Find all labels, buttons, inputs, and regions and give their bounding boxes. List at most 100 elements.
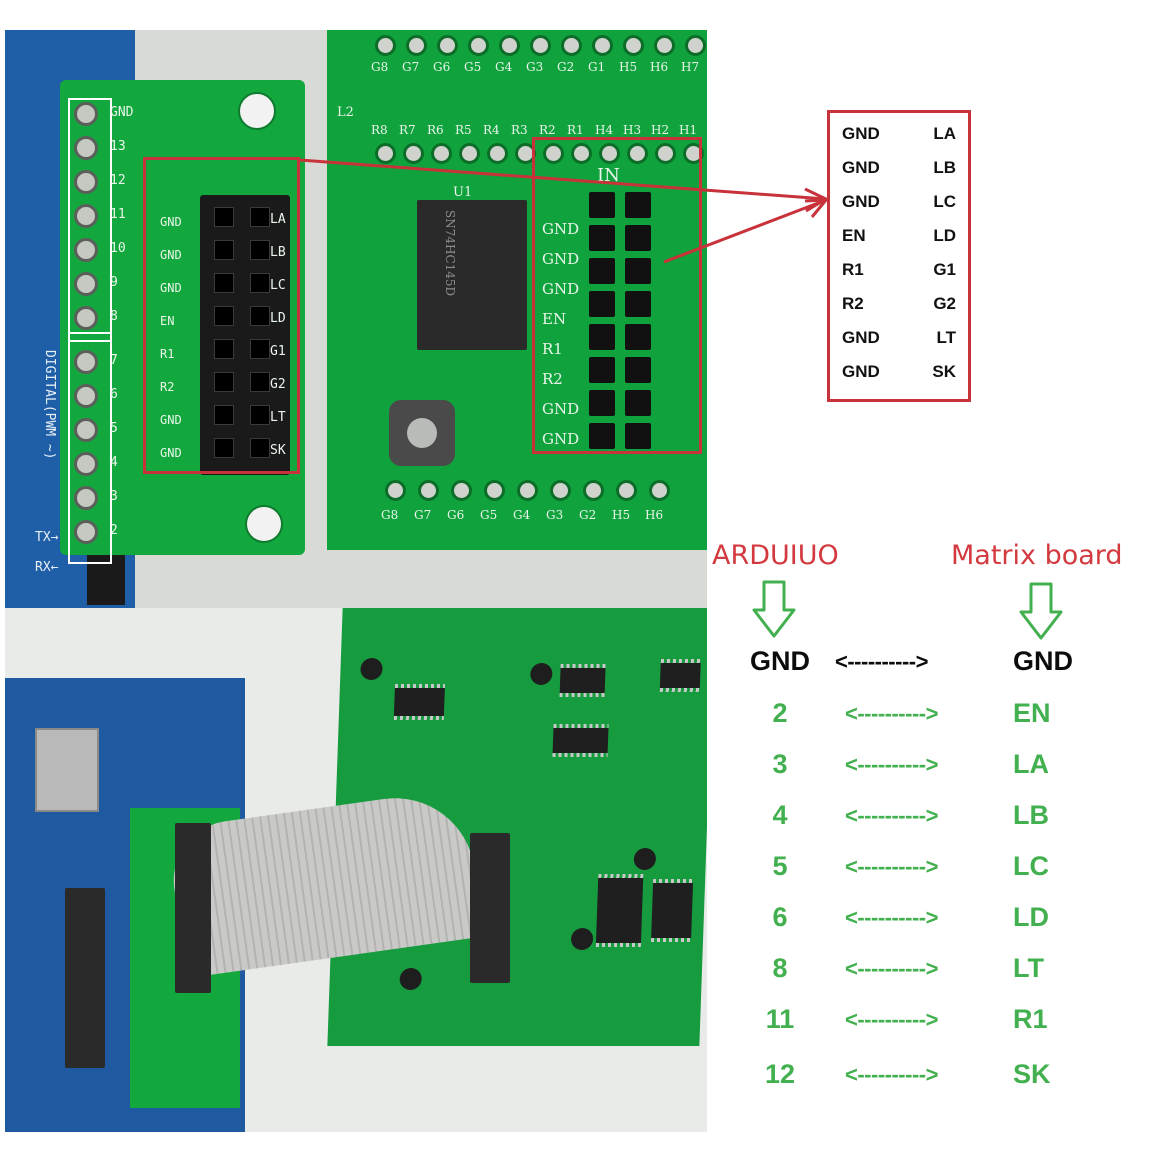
matrix-u1-label: U1 — [453, 185, 473, 200]
matrix-pad — [431, 143, 452, 164]
standoff-nut — [389, 400, 455, 466]
matrix-pad-label: H4 — [595, 123, 614, 137]
adapter-pin-label: 4 — [110, 455, 118, 470]
matrix-pad — [451, 480, 472, 501]
matrix-connector-pin — [589, 291, 615, 317]
matrix-pad-label: H2 — [651, 123, 670, 137]
matrix-pin: R1 — [1013, 1004, 1048, 1034]
pin-header-lower — [68, 332, 112, 564]
adapter-conn-left-label: GND — [160, 446, 182, 460]
mapping-arrow: <----------> — [845, 956, 938, 981]
matrix-pad-label: H5 — [619, 60, 638, 74]
adapter-conn-right-label: LB — [270, 245, 286, 260]
arduino-pin: 3 — [772, 749, 788, 779]
matrix-connector-pin — [589, 192, 615, 218]
idc-pin — [214, 438, 234, 458]
matrix-pad — [468, 35, 489, 56]
pinout-left-label: R2 — [842, 294, 864, 313]
arduino-pin: 12 — [764, 1059, 796, 1089]
mapping-row: 12 <----------> SK — [740, 1053, 1140, 1097]
mapping-row: GND<---------->GND — [740, 640, 1140, 684]
matrix-pin: LA — [1013, 749, 1049, 779]
idc-pin — [214, 240, 234, 260]
idc-pin — [250, 405, 270, 425]
usb-connector — [35, 728, 99, 812]
pinout-right-label: LC — [933, 192, 956, 211]
ic-chip — [552, 728, 609, 753]
pin-pad — [74, 136, 98, 160]
matrix-connector-highlight — [532, 137, 702, 454]
arduino-pin: 8 — [772, 953, 788, 983]
pin-pad — [74, 452, 98, 476]
adapter-conn-right-label: LA — [270, 212, 286, 227]
mapping-row: 6<---------->LD — [740, 896, 1140, 940]
matrix-pin: LD — [1013, 902, 1049, 932]
matrix-pad-label: R2 — [539, 123, 556, 137]
adapter-conn-left-label: GND — [160, 413, 182, 427]
idc-pin — [250, 273, 270, 293]
mapping-row: 11<---------->R1 — [740, 998, 1140, 1042]
matrix-pad — [543, 143, 564, 164]
matrix-pad-label: H3 — [623, 123, 642, 137]
pinout-left-label: GND — [842, 124, 880, 143]
matrix-connector-pin — [625, 390, 651, 416]
ic-chip — [651, 883, 694, 938]
adapter-conn-right-label: LD — [270, 311, 286, 326]
pin-pad — [74, 350, 98, 374]
matrix-pad-label: G3 — [546, 508, 564, 522]
matrix-connector-label: GND — [542, 400, 580, 418]
matrix-pad-label: G2 — [579, 508, 597, 522]
idc-pin — [214, 207, 234, 227]
idc-pin — [250, 372, 270, 392]
adapter-pin-label: 7 — [110, 353, 118, 368]
down-arrow-icon — [752, 580, 796, 638]
arduino-pin: 5 — [772, 851, 788, 881]
matrix-pin: SK — [1013, 1059, 1051, 1089]
adapter-pin-label: 6 — [110, 387, 118, 402]
pin-pad — [74, 306, 98, 330]
matrix-pad-label: G7 — [402, 60, 420, 74]
arduino-pin: 11 — [765, 1004, 795, 1034]
matrix-pad — [550, 480, 571, 501]
matrix-board-header: Matrix board — [951, 540, 1123, 571]
pin-pad — [74, 520, 98, 544]
mount-hole — [238, 92, 276, 130]
adapter-pin-label: 13 — [110, 139, 126, 154]
matrix-connector-label: GND — [542, 220, 580, 238]
matrix-pad-label: R5 — [455, 123, 472, 137]
arduino-pin: 4 — [772, 800, 788, 830]
ic-chip — [559, 668, 606, 693]
pinout-right-label: LB — [933, 158, 956, 177]
adapter-pin-label: 3 — [110, 489, 118, 504]
matrix-pad-label: H5 — [612, 508, 631, 522]
matrix-pad — [654, 35, 675, 56]
adapter-pin-label: 9 — [110, 275, 118, 290]
mapping-arrow: <----------> — [845, 752, 938, 777]
cable-connector-left — [175, 823, 211, 993]
matrix-connector-pin — [589, 225, 615, 251]
mapping-arrow: <----------> — [845, 1062, 938, 1087]
matrix-pad-label: H1 — [679, 123, 698, 137]
matrix-pin: LT — [1013, 953, 1044, 983]
matrix-connector-pin — [625, 324, 651, 350]
pinout-right-label: SK — [932, 362, 956, 381]
idc-pin — [214, 372, 234, 392]
adapter-pin-label: 2 — [110, 523, 118, 538]
matrix-pad — [530, 35, 551, 56]
matrix-connector-label: GND — [542, 250, 580, 268]
arduino-rx-label: RX← — [35, 560, 59, 575]
matrix-pad — [627, 143, 648, 164]
matrix-pad — [385, 480, 406, 501]
bottom-photo — [5, 608, 707, 1132]
matrix-connector-pin — [625, 258, 651, 284]
matrix-connector-pin — [625, 357, 651, 383]
adapter-pin-label: 12 — [110, 173, 126, 188]
matrix-pad — [499, 35, 520, 56]
matrix-pad — [517, 480, 538, 501]
matrix-pad — [487, 143, 508, 164]
